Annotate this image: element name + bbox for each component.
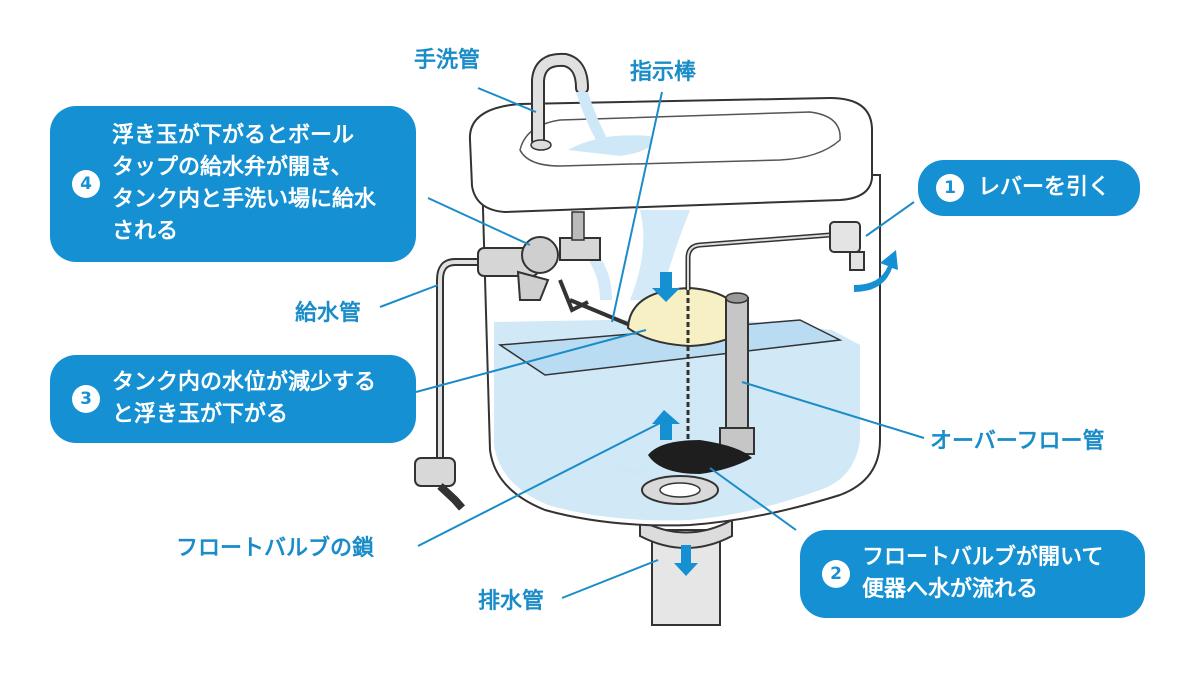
label-chain: フロートバルブの鎖: [176, 536, 375, 561]
float-arm: [569, 298, 631, 327]
refill-spray: [585, 255, 612, 300]
step-1-text: レバーを引く: [978, 175, 1111, 200]
step-3-bubble: 3 タンク内の水位が減少する と浮き玉が下がる: [50, 355, 416, 443]
label-tesenkan: 手洗管: [414, 48, 481, 73]
leader-line-kyusuikan: [379, 284, 439, 308]
supply-pipe: [414, 258, 490, 511]
step-2-number: 2: [822, 560, 850, 588]
lever-rod: [685, 221, 865, 290]
faucet-pipe: [530, 52, 608, 151]
leader-line-chain: [417, 417, 671, 547]
step-4-bubble: 4 浮き玉が下がるとボール タップの給水弁が開き、 タンク内と手洗い場に給水 さ…: [50, 106, 416, 262]
valve-up-arrow: [652, 410, 680, 440]
leader-line-step4: [427, 197, 531, 246]
step-4-text: 浮き玉が下がるとボール タップの給水弁が開き、 タンク内と手洗い場に給水 される: [112, 123, 377, 244]
flush-valve: [613, 440, 752, 505]
step-1-number: 1: [936, 174, 964, 202]
leader-line-overflow: [741, 381, 925, 439]
ball-tap: [477, 211, 601, 313]
refill-spray: [630, 210, 690, 300]
step-1-bubble: 1 レバーを引く: [918, 160, 1140, 216]
leader-line-tesenkan: [477, 87, 537, 113]
drain-down-arrow: [674, 545, 698, 576]
overflow-pipe: [719, 292, 755, 455]
step-2-text: フロートバルブが開いて 便器へ水が流れる: [862, 545, 1104, 602]
float-down-arrow: [652, 272, 680, 302]
tank-lid: [468, 96, 873, 214]
label-kyusuikan: 給水管: [295, 301, 362, 326]
label-overflow: オーバーフロー管: [930, 429, 1105, 454]
step-2-bubble: 2 フロートバルブが開いて 便器へ水が流れる: [800, 530, 1145, 618]
leader-line-step2: [709, 467, 797, 531]
leader-line-step1: [865, 201, 915, 237]
lever-pull-arrow: [854, 250, 898, 292]
leader-line-haisuikan: [561, 559, 659, 599]
leader-line-shijibou: [611, 91, 663, 323]
step-3-number: 3: [72, 385, 100, 413]
leader-line-step3: [415, 329, 647, 393]
step-4-number: 4: [72, 170, 100, 198]
label-haisuikan: 排水管: [478, 589, 545, 614]
step-3-text: タンク内の水位が減少する と浮き玉が下がる: [112, 370, 377, 427]
label-shijibou: 指示棒: [630, 60, 697, 85]
